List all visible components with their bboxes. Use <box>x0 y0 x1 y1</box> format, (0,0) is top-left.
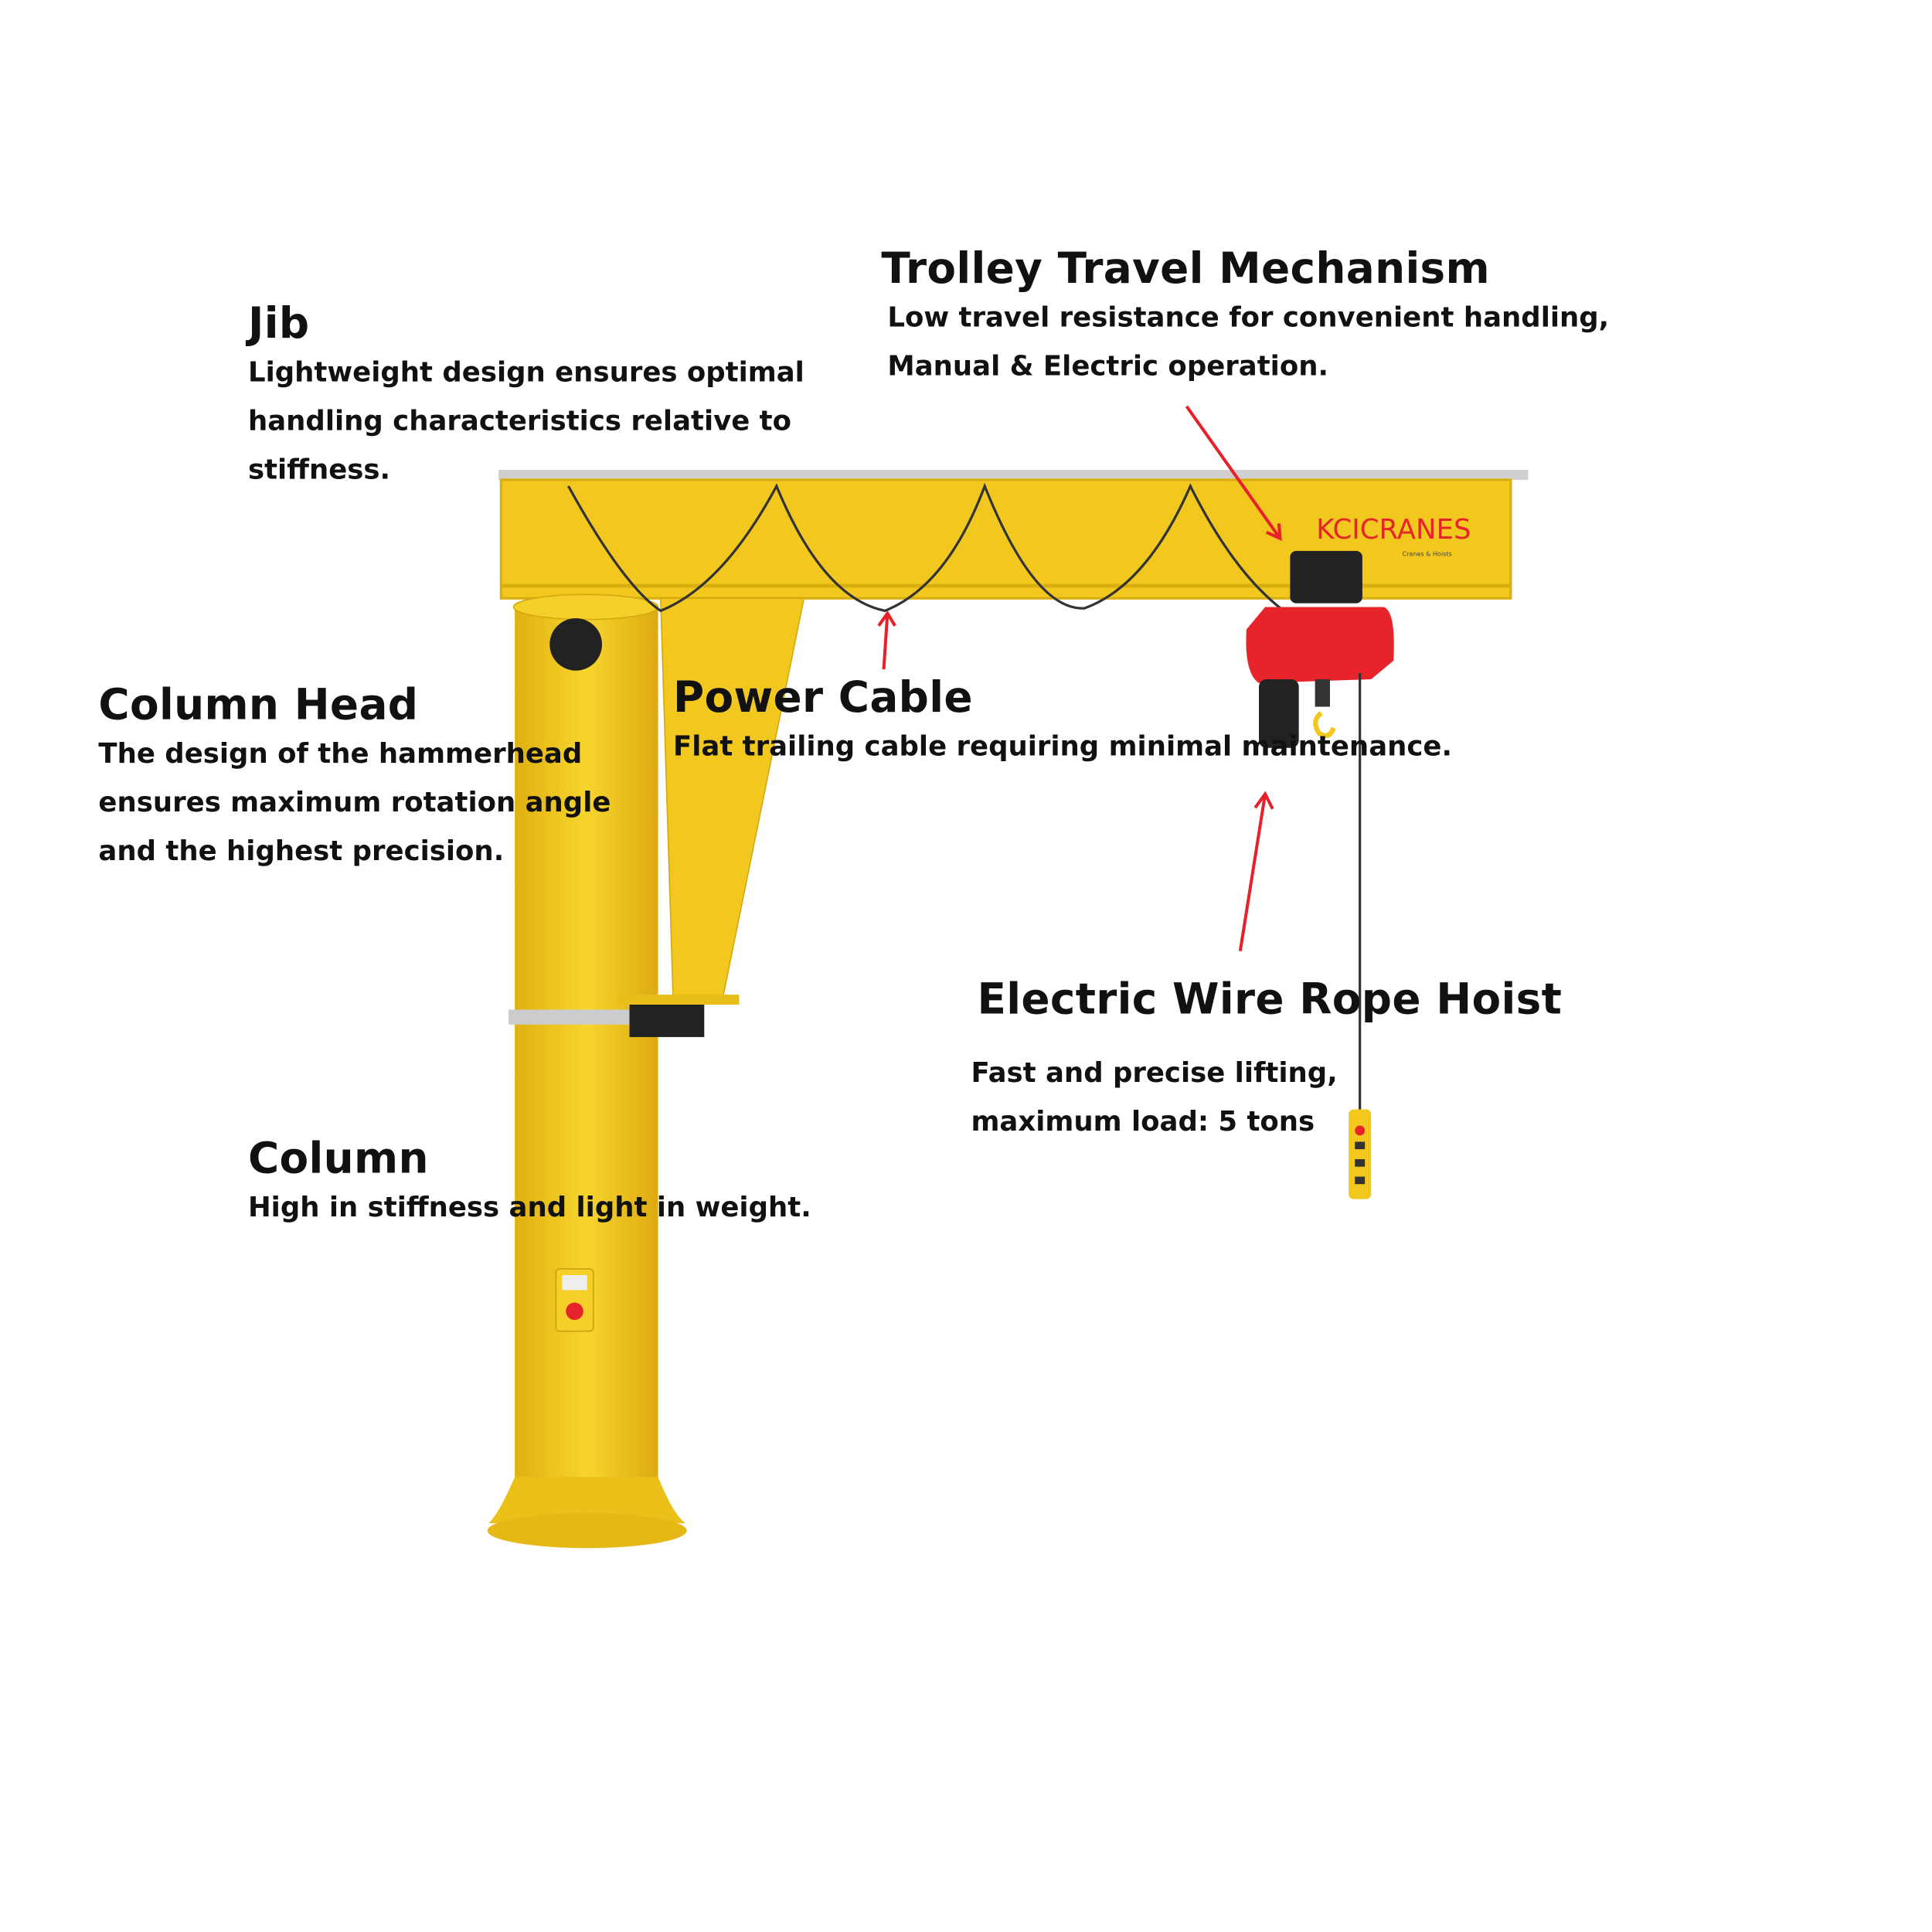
trolley-arrow <box>1185 405 1282 539</box>
column-head-title: Column Head <box>98 680 419 731</box>
brand-logo: KCICRANES <box>1316 514 1471 546</box>
column-head-label: Column Head The design of the hammerhead… <box>98 681 611 876</box>
trolley-desc-2: Manual & Electric operation. <box>887 351 1328 383</box>
hoist-label: Electric Wire Rope Hoist Fast and precis… <box>971 975 1563 1147</box>
column-port-icon <box>549 617 603 671</box>
hoist-desc-1: Fast and precise lifting, <box>971 1058 1338 1090</box>
hoist-arrow <box>1238 794 1267 951</box>
column-head-desc-1: The design of the hammerhead <box>98 739 583 770</box>
power-cable-title: Power Cable <box>672 672 973 723</box>
jib-desc-3: stiffness. <box>247 454 391 487</box>
jib-bracket <box>660 597 805 998</box>
hoist-body <box>1246 607 1394 683</box>
cable-arrow <box>882 613 889 670</box>
column <box>515 604 658 1521</box>
svg-text:Cranes & Hoists: Cranes & Hoists <box>1403 550 1452 557</box>
column-desc-1: High in stiffness and light in weight. <box>247 1192 811 1224</box>
column-head-desc-3: and the highest precision. <box>98 836 505 868</box>
column-head-desc-2: ensures maximum rotation angle <box>98 787 611 819</box>
column-label: Column High in stiffness and light in we… <box>248 1134 811 1233</box>
power-cable-desc-1: Flat trailing cable requiring minimal ma… <box>672 731 1453 764</box>
hoist-desc-2: maximum load: 5 tons <box>971 1107 1315 1138</box>
column-base <box>488 1477 686 1523</box>
trolley-title: Trolley Travel Mechanism <box>881 244 1490 294</box>
jib-label: Jib Lightweight design ensures optimal h… <box>248 299 804 495</box>
power-cable-line <box>567 482 1285 613</box>
trolley <box>1290 550 1362 604</box>
jib-desc-1: Lightweight design ensures optimal <box>247 357 804 389</box>
track-rail <box>498 470 1529 480</box>
pendant-control <box>1349 1109 1372 1199</box>
trolley-label: Trolley Travel Mechanism Low travel resi… <box>881 244 1609 391</box>
hoist-title: Electric Wire Rope Hoist <box>977 975 1563 1025</box>
jib-title: Jib <box>247 299 310 349</box>
annotation-arrows <box>877 405 1282 951</box>
power-cable-label: Power Cable Flat trailing cable requirin… <box>673 673 1452 771</box>
column-title: Column <box>247 1134 429 1185</box>
trolley-desc-1: Low travel resistance for convenient han… <box>887 302 1610 335</box>
jib-desc-2: handling characteristics relative to <box>247 406 792 438</box>
